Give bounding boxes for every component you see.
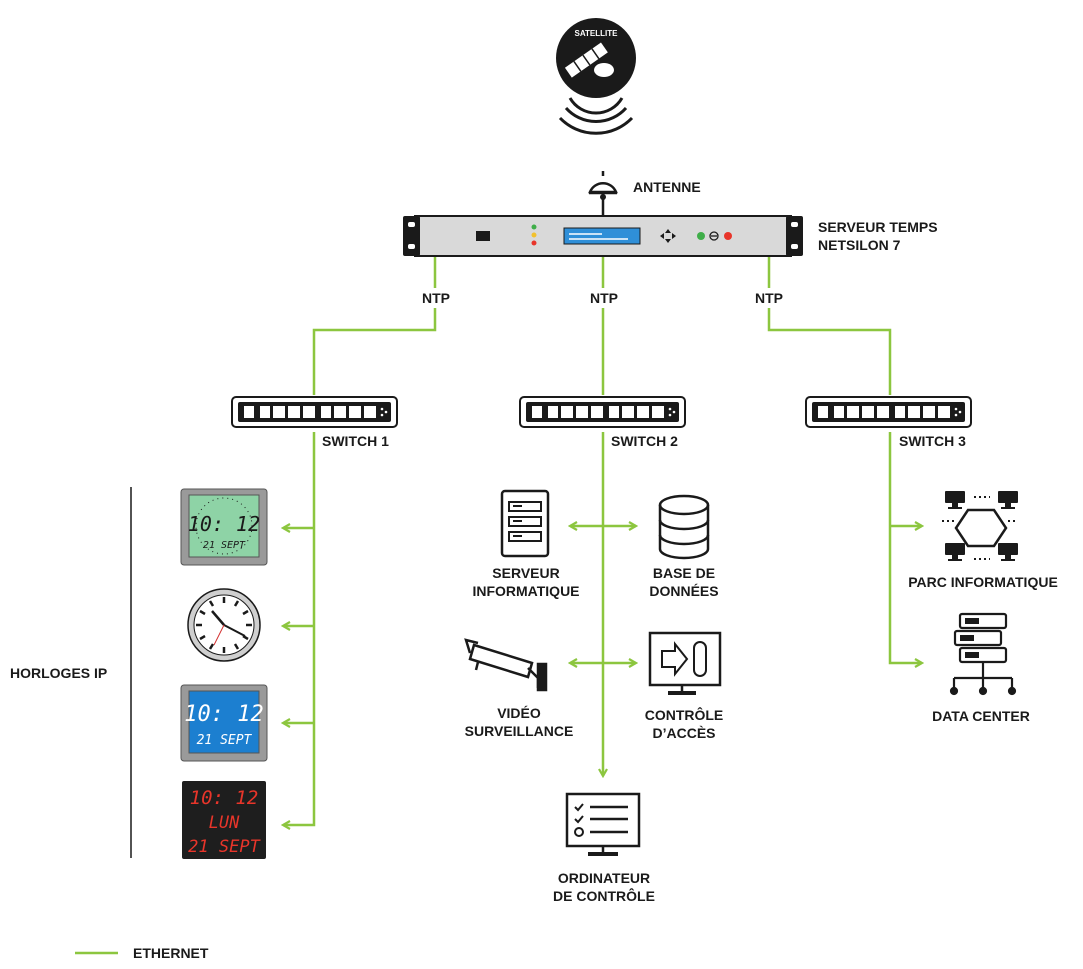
rack-server-icon [403,215,803,257]
network-switch-icon [231,396,398,428]
led-red-time: 10: 12 [190,787,259,809]
lcd-green-clock: 10: 12 21 SEPT [180,488,268,566]
control-pc-label-line1: ORDINATEUR [558,870,650,886]
server-label-line2: NETSILON 7 [818,237,901,253]
access-label-line2: D’ACCÈS [652,725,715,741]
network-computers-icon [942,491,1018,561]
data-center-label: DATA CENTER [932,708,1030,724]
ethernet-lines [283,255,922,825]
it-server-label-line2: INFORMATIQUE [472,583,579,599]
ntp-label-2: NTP [590,290,618,306]
ntp-label-1: NTP [422,290,450,306]
network-switch-icon [805,396,972,428]
database-icon [658,494,710,560]
access-label-line1: CONTRÔLE [645,706,724,723]
led-red-day: LUN [209,813,240,833]
video-label-line1: VIDÉO [497,705,541,721]
lcd-blue-time: 10: 12 [184,702,263,727]
antenna-label: ANTENNE [633,179,701,195]
lcd-blue-clock: 10: 12 21 SEPT [180,684,268,762]
ntp-labels: NTP NTP NTP [418,288,788,308]
checklist-monitor-icon [565,792,641,856]
lcd-green-time: 10: 12 [188,512,260,536]
led-red-clock: 10: 12 LUN 21 SEPT [182,781,266,859]
server-tower-icon [500,489,550,558]
database-label-line2: DONNÉES [649,583,718,599]
video-label-line2: SURVEILLANCE [465,723,574,739]
legend: ETHERNET [75,945,209,961]
data-center-icon [949,612,1017,696]
led-red-date: 21 SEPT [188,837,261,857]
satellite-icon: SATELLITE [556,18,636,135]
switch-1-label: SWITCH 1 [322,433,389,449]
lcd-green-date: 21 SEPT [203,540,246,551]
switch-2-label: SWITCH 2 [611,433,678,449]
ntp-label-3: NTP [755,290,783,306]
server-label-line1: SERVEUR TEMPS [818,219,938,235]
cctv-camera-icon [464,638,548,692]
legend-ethernet-label: ETHERNET [133,945,209,961]
network-switch-icon [519,396,686,428]
lcd-blue-date: 21 SEPT [197,733,253,748]
database-label-line1: BASE DE [653,565,715,581]
access-control-icon [648,631,722,695]
antenna-icon [588,171,618,216]
switch-3-label: SWITCH 3 [899,433,966,449]
control-pc-label-line2: DE CONTRÔLE [553,887,655,904]
ip-clocks-label: HORLOGES IP [10,665,107,681]
it-server-label-line1: SERVEUR [492,565,559,581]
satellite-label: SATELLITE [575,29,619,38]
it-park-label: PARC INFORMATIQUE [908,574,1058,590]
analog-clock-icon [187,588,261,662]
